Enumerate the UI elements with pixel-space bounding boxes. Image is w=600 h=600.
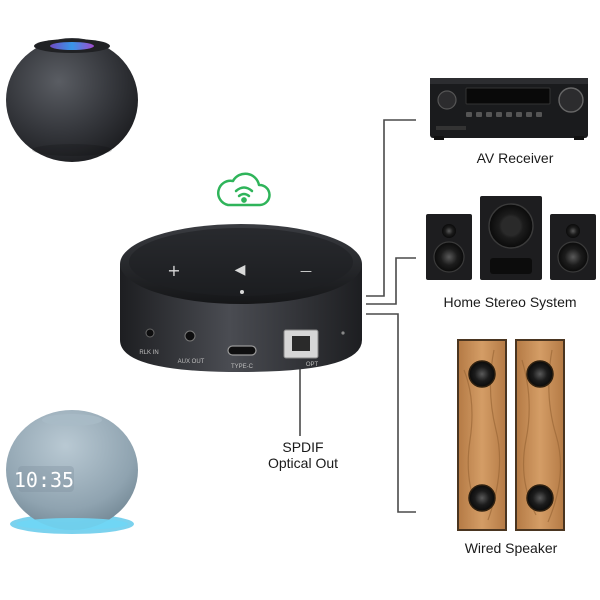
echo-dot-image: 10:35 (6, 410, 138, 534)
line-to-av-receiver (366, 119, 416, 297)
spdif-callout: SPDIF Optical Out (238, 439, 368, 471)
right-wood-speaker (515, 339, 565, 531)
optical-out-label: Optical Out (267, 455, 339, 471)
wired-speakers-image (457, 339, 565, 531)
echo-dot-clock: 10:35 (14, 466, 74, 492)
spdif-label: SPDIF (282, 439, 324, 455)
rlk-in-port (145, 328, 155, 338)
port-label-optical: OPT (306, 362, 319, 368)
plus-button-glyph: + (167, 261, 180, 280)
indicator-dot (341, 331, 345, 335)
optical-port (283, 329, 319, 359)
home-stereo-image (426, 196, 596, 280)
left-wood-speaker (457, 339, 507, 531)
port-label-rlk-in: RLK IN (139, 350, 158, 356)
port-label-aux-out: AUX OUT (178, 359, 205, 365)
av-receiver-image (430, 78, 588, 140)
minus-button-glyph: — (300, 264, 312, 278)
clock-display-text: 10:35 (14, 468, 74, 492)
right-bookshelf-speaker (550, 214, 596, 280)
left-bookshelf-speaker (426, 214, 472, 280)
status-led (240, 290, 244, 294)
type-c-port (227, 345, 257, 356)
homepod-mini-image (6, 38, 138, 162)
home-stereo-label: Home Stereo System (443, 294, 577, 310)
aux-out-port (184, 330, 196, 342)
av-receiver-label: AV Receiver (476, 150, 554, 166)
port-label-type-c: TYPE-C (231, 364, 254, 370)
audio-adapter-image: + ◀ — RLK IN AUX OUT TYPE-C OPT (120, 224, 362, 372)
line-to-stereo (366, 257, 416, 305)
play-button-glyph: ◀ (235, 262, 246, 278)
line-to-wired-speaker (366, 313, 416, 513)
wired-speaker-label: Wired Speaker (464, 540, 558, 556)
subwoofer (480, 196, 542, 280)
wifi-cloud-icon (216, 172, 271, 207)
